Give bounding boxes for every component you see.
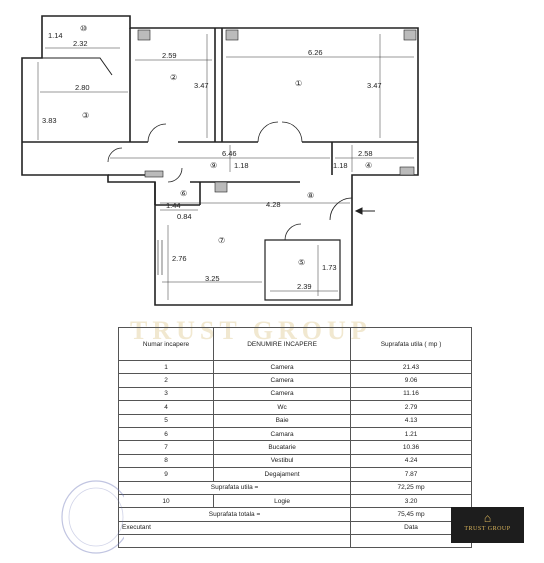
dim-text: 0.84 <box>177 212 192 221</box>
dim-text: 2.59 <box>162 51 177 60</box>
table-row: 8 Vestibul 4.24 <box>117 453 472 469</box>
room-number-cell: 9 <box>117 467 215 482</box>
room-area-cell: 10.36 <box>350 440 472 455</box>
room-number-cell: 3 <box>117 386 215 402</box>
dim-text: 2.32 <box>73 39 88 48</box>
room-area-cell: 21.43 <box>350 359 472 375</box>
trust-group-logo: ⌂ TRUST GROUP <box>451 507 524 543</box>
dim-text: 2.76 <box>172 254 187 263</box>
room-name-cell: Camera <box>213 359 352 375</box>
dim-text: 2.58 <box>358 149 373 158</box>
dim-text: 1.44 <box>166 201 181 210</box>
entry-arrow-icon <box>354 207 375 215</box>
room-number-cell: 4 <box>117 400 215 415</box>
room-name-cell: Camera <box>213 373 352 388</box>
house-logo-icon: ⌂ <box>483 511 492 525</box>
table-row: 10 Logie 3.20 <box>117 493 472 509</box>
room-area-cell: 1.21 <box>350 426 472 442</box>
signature-row: Executant Data <box>117 520 472 536</box>
executant-label: Executant <box>117 520 352 536</box>
logia-wall <box>41 16 113 76</box>
room-label: ⑩ <box>80 24 87 33</box>
table-row: 3 Camera 11.16 <box>117 386 472 402</box>
room-number-cell: 5 <box>117 413 215 428</box>
table-row: 2 Camera 9.06 <box>117 373 472 388</box>
logo-text: TRUST GROUP <box>464 526 511 532</box>
room-number-cell: 8 <box>117 453 215 469</box>
dim-text: 2.80 <box>75 83 90 92</box>
suprafata-utila-label: Suprafata utila = <box>117 480 352 495</box>
room-label: ③ <box>82 111 89 120</box>
area-table: Numar incapere DENUMIRE INCAPERE Suprafa… <box>117 327 472 549</box>
room-label: ⑤ <box>298 258 305 267</box>
dim-text: 3.25 <box>205 274 220 283</box>
room-number-cell: 7 <box>117 440 215 455</box>
room-name-cell: Baie <box>213 413 352 428</box>
outer-wall <box>21 15 419 306</box>
dim-text: 1.18 <box>333 161 348 170</box>
stamp-image <box>54 475 131 555</box>
room-name-cell: Bucatarie <box>213 440 352 455</box>
dim-text: 1.18 <box>234 161 249 170</box>
signature-blank-row <box>117 534 472 549</box>
room-number-cell: 1 <box>117 359 215 375</box>
table-row: 4 Wc 2.79 <box>117 400 472 415</box>
room-name-cell: Degajament <box>213 467 352 482</box>
dim-text: 6.26 <box>308 48 323 57</box>
dim-text: 1.14 <box>48 31 63 40</box>
room-area-cell: 4.24 <box>350 453 472 469</box>
room-number-cell: 6 <box>117 426 215 442</box>
room-area-cell: 9.06 <box>350 373 472 388</box>
room-label: ② <box>170 73 177 82</box>
room-name-cell: Camara <box>213 426 352 442</box>
room-name-cell: Camera <box>213 386 352 402</box>
room-name-cell: Wc <box>213 400 352 415</box>
column-header: DENUMIRE INCAPERE <box>213 327 352 361</box>
column-header: Suprafata utila ( mp ) <box>350 327 472 361</box>
suprafata-totala-label: Suprafata totala = <box>117 507 352 522</box>
column-header: Numar incapere <box>117 327 215 361</box>
table-row: 6 Camara 1.21 <box>117 426 472 442</box>
room-label: ① <box>295 79 302 88</box>
dim-text: 3.47 <box>367 81 382 90</box>
summary-row: Suprafata utila = 72,25 mp <box>117 480 472 495</box>
table-header-row: Numar incapere DENUMIRE INCAPERE Suprafa… <box>117 327 472 361</box>
dim-text: 4.28 <box>266 200 281 209</box>
dim-text: 3.83 <box>42 116 57 125</box>
dim-text: 6.46 <box>222 149 237 158</box>
room-number-cell: 2 <box>117 373 215 388</box>
dim-text: 2.39 <box>297 282 312 291</box>
executant-signature-cell <box>117 534 352 549</box>
room-area-cell: 4.13 <box>350 413 472 428</box>
room-area-cell: 2.79 <box>350 400 472 415</box>
room-label: ⑥ <box>180 189 187 198</box>
room-area-cell: 7.87 <box>350 467 472 482</box>
room-area-cell: 11.16 <box>350 386 472 402</box>
floor-plan: 1.14 2.32 2.80 3.83 2.59 3.47 6.26 3.47 … <box>21 15 419 306</box>
dim-text: 3.47 <box>194 81 209 90</box>
table-row: 9 Degajament 7.87 <box>117 467 472 482</box>
room-area-cell: 3.20 <box>350 493 472 509</box>
room-number-cell: 10 <box>117 493 215 509</box>
suprafata-utila-value: 72,25 mp <box>350 480 472 495</box>
room-label: ⑧ <box>307 191 314 200</box>
room-label: ⑦ <box>218 236 225 245</box>
room-name-cell: Logie <box>213 493 352 509</box>
room-label: ④ <box>365 161 372 170</box>
room-name-cell: Vestibul <box>213 453 352 469</box>
room-label: ⑨ <box>210 161 217 170</box>
table-row: 5 Baie 4.13 <box>117 413 472 428</box>
table-row: 7 Bucatarie 10.36 <box>117 440 472 455</box>
table-row: 1 Camera 21.43 <box>117 359 472 375</box>
summary-row: Suprafata totala = 75,45 mp <box>117 507 472 522</box>
dim-text: 1.73 <box>322 263 337 272</box>
